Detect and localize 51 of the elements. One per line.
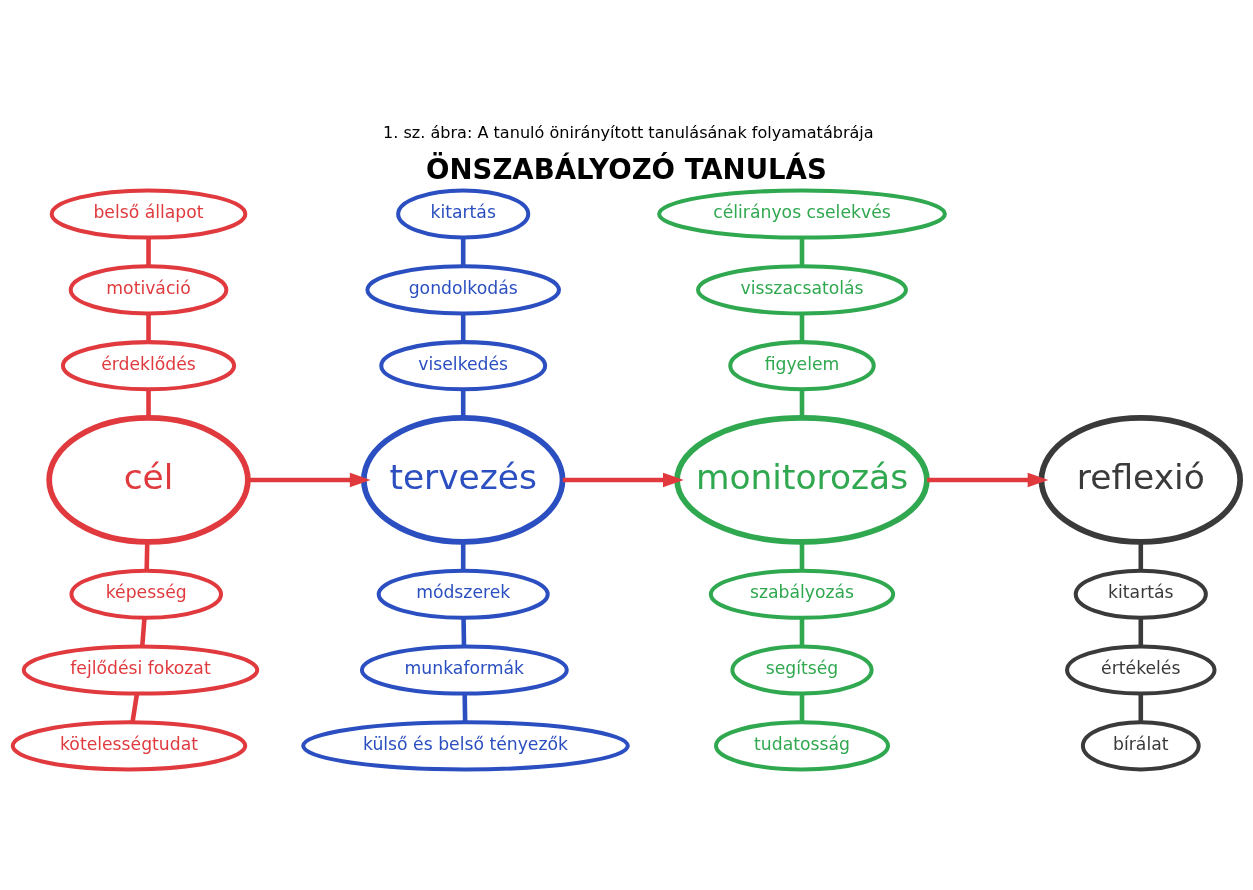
node-ellipse: tervezés: [361, 414, 566, 545]
node-ellipse: monitorozás: [674, 414, 930, 545]
connector: [461, 617, 467, 646]
node-ellipse: visszacsatolás: [696, 263, 908, 315]
node-ellipse: reflexió: [1038, 414, 1243, 545]
node-ellipse: viselkedés: [379, 339, 548, 391]
node-ellipse: kitartás: [1073, 568, 1208, 620]
caption: 1. sz. ábra: A tanuló önirányított tanulásának folyamatábrája: [383, 122, 874, 142]
connector: [1138, 693, 1144, 722]
connector: [462, 693, 468, 722]
connector: [460, 541, 466, 570]
node-ellipse: módszerek: [376, 568, 550, 620]
diagram-title: ÖNSZABÁLYOZÓ TANULÁS: [426, 152, 827, 185]
node-ellipse: cél: [46, 414, 251, 545]
node-ellipse: figyelem: [728, 339, 876, 391]
connector: [799, 237, 805, 266]
connector: [799, 693, 805, 722]
connector: [130, 692, 140, 722]
node-ellipse: belső állapot: [49, 188, 248, 240]
connector: [799, 389, 805, 418]
node-ellipse: célirányos cselekvés: [657, 188, 947, 240]
node-ellipse: értékelés: [1065, 644, 1217, 696]
node-ellipse: motiváció: [68, 263, 229, 315]
connector: [139, 617, 147, 646]
node-ellipse: munkaformák: [359, 644, 569, 696]
connector: [144, 541, 150, 570]
node-ellipse: kitartás: [396, 188, 531, 240]
node-ellipse: képesség: [69, 568, 223, 620]
arrow: [248, 472, 371, 487]
node-ellipse: segítség: [730, 644, 874, 696]
node-ellipse: gondolkodás: [365, 263, 561, 315]
connector: [1138, 541, 1144, 570]
connector: [460, 389, 466, 418]
node-ellipse: tudatosság: [713, 719, 891, 771]
connector: [799, 617, 805, 646]
node-ellipse: kötelességtudat: [10, 719, 248, 771]
arrow: [562, 472, 684, 487]
connector: [799, 541, 805, 570]
connector: [146, 389, 151, 418]
connector: [460, 237, 466, 266]
node-ellipse: érdeklődés: [60, 339, 237, 391]
connector: [146, 312, 151, 342]
connector: [1138, 617, 1144, 646]
connector: [799, 312, 805, 342]
node-ellipse: bírálat: [1080, 719, 1201, 771]
node-ellipse: fejlődési fokozat: [21, 644, 260, 696]
connector: [146, 237, 151, 266]
arrow: [927, 472, 1049, 487]
node-ellipse: külső és belső tényezők: [301, 719, 630, 771]
connector: [460, 312, 466, 342]
node-ellipse: szabályozás: [708, 568, 896, 620]
